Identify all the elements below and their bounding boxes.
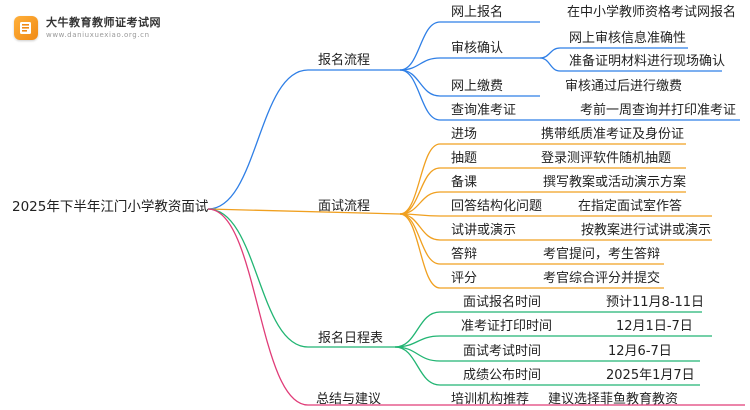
node-label: 抽题 bbox=[451, 151, 478, 166]
node-label: 成绩公布时间 bbox=[463, 368, 542, 383]
node-label: 备课 bbox=[451, 175, 478, 190]
node-detail: 在中小学教师资格考试网报名 bbox=[567, 5, 737, 20]
node-detail: 12月6-7日 bbox=[608, 344, 672, 359]
node-detail: 考官提问，考生答辩 bbox=[543, 247, 661, 262]
child-connector bbox=[399, 21, 540, 71]
branch-connector bbox=[207, 208, 440, 406]
branch-label: 面试流程 bbox=[318, 199, 371, 214]
branch-connector bbox=[207, 208, 401, 215]
child-connector bbox=[399, 69, 540, 97]
branch-connector bbox=[207, 69, 400, 210]
node-label: 进场 bbox=[451, 127, 478, 142]
node-detail: 预计11月8-11日 bbox=[606, 295, 705, 310]
node-label: 培训机构推荐 bbox=[451, 392, 530, 407]
node-label: 审核确认 bbox=[451, 41, 504, 56]
branch-label: 总结与建议 bbox=[316, 392, 382, 407]
root-node: 2025年下半年江门小学教资面试 bbox=[12, 199, 209, 215]
node-detail: 审核通过后进行缴费 bbox=[565, 79, 683, 94]
node-detail: 2025年1月7日 bbox=[606, 368, 695, 383]
node-detail: 准备证明材料进行现场确认 bbox=[569, 54, 726, 69]
child-connector bbox=[394, 346, 700, 386]
node-detail: 考前一周查询并打印准考证 bbox=[580, 103, 737, 118]
branch-label: 报名日程表 bbox=[318, 331, 384, 346]
node-detail: 网上审核信息准确性 bbox=[569, 31, 687, 46]
logo: 大牛教育教师证考试网 www.daniuxuexiao.org.cn bbox=[14, 10, 214, 46]
node-detail: 建议选择菲鱼教育教资 bbox=[548, 392, 679, 407]
child-connector bbox=[399, 213, 664, 289]
child-connector bbox=[394, 311, 702, 348]
child-connector bbox=[539, 57, 722, 72]
node-label: 准考证打印时间 bbox=[461, 319, 553, 334]
node-detail: 按教案进行试讲或演示 bbox=[581, 223, 712, 238]
node-label: 答辩 bbox=[451, 247, 478, 262]
child-connector bbox=[399, 57, 540, 71]
node-detail: 登录测评软件随机抽题 bbox=[541, 151, 672, 166]
node-label: 评分 bbox=[451, 271, 478, 286]
node-label: 网上缴费 bbox=[451, 79, 504, 94]
child-connector bbox=[399, 213, 712, 241]
node-detail: 在指定面试室作答 bbox=[578, 199, 683, 214]
node-label: 试讲或演示 bbox=[451, 223, 517, 238]
node-label: 面试考试时间 bbox=[463, 344, 542, 359]
node-detail: 12月1日-7日 bbox=[616, 319, 693, 334]
node-label: 网上报名 bbox=[451, 5, 504, 20]
node-label: 查询准考证 bbox=[451, 103, 517, 118]
child-connector bbox=[399, 167, 686, 215]
book-icon bbox=[14, 16, 38, 40]
branch-connector bbox=[207, 208, 395, 348]
child-connector bbox=[399, 69, 740, 121]
node-detail: 撰写教案或活动演示方案 bbox=[543, 175, 687, 190]
branch-label: 报名流程 bbox=[318, 53, 371, 68]
node-detail: 携带纸质准考证及身份证 bbox=[541, 127, 685, 142]
child-connector bbox=[394, 335, 712, 348]
logo-url: www.daniuxuexiao.org.cn bbox=[46, 31, 150, 39]
child-connector bbox=[539, 47, 688, 59]
child-connector bbox=[399, 143, 686, 215]
node-detail: 考官综合评分并提交 bbox=[543, 271, 661, 286]
logo-title: 大牛教育教师证考试网 bbox=[46, 16, 161, 29]
child-connector bbox=[399, 213, 712, 217]
node-label: 回答结构化问题 bbox=[451, 199, 543, 214]
node-label: 面试报名时间 bbox=[463, 295, 542, 310]
child-connector bbox=[399, 191, 686, 215]
